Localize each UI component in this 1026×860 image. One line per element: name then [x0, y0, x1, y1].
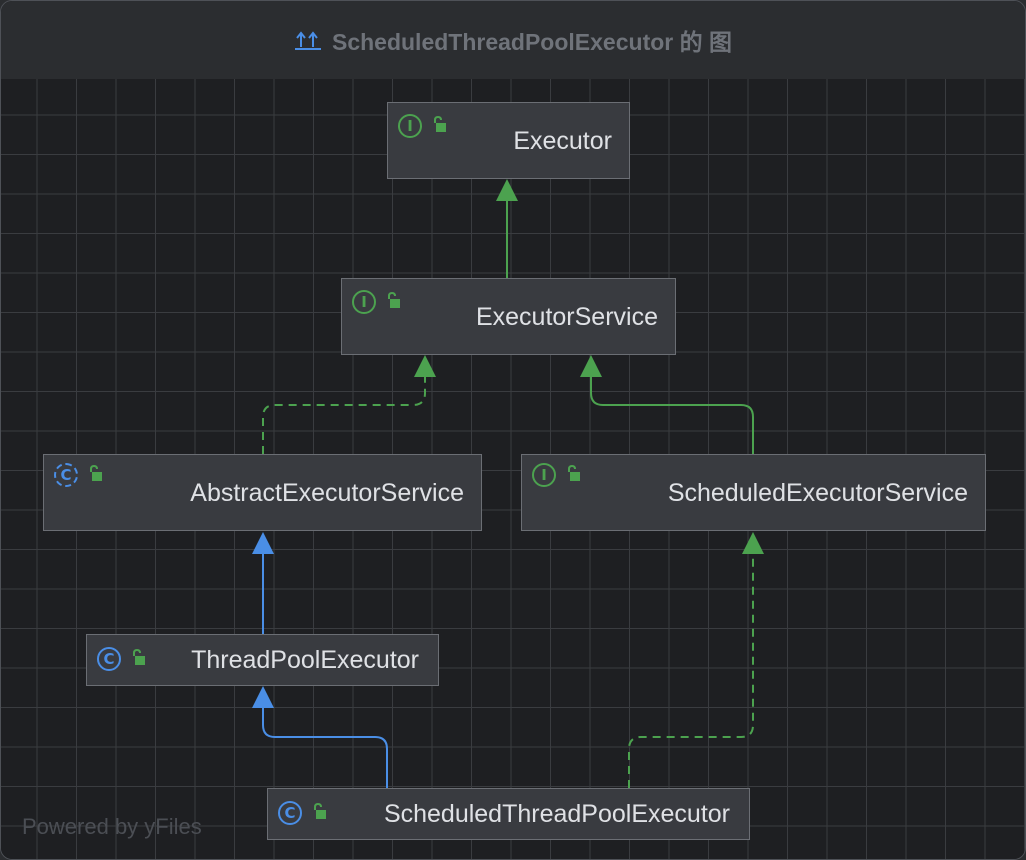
edge-scheduledthreadpoolexecutor-implements-scheduledexecutorservice [628, 532, 764, 788]
edge-scheduledexecutorservice-extends-executorservice [580, 355, 754, 454]
edge-abstractexecutorservice-implements-executorservice [262, 355, 436, 454]
hierarchy-up-arrows-icon [294, 29, 322, 51]
edge-threadpoolexecutor-extends-abstractexecutorservice [252, 532, 274, 634]
node-abstractexecutorservice[interactable]: C AbstractExecutorService [43, 454, 482, 531]
node-executor[interactable]: I Executor [387, 102, 630, 179]
node-icons: C [278, 801, 326, 825]
class-icon: C [278, 801, 302, 825]
public-lock-icon [90, 464, 102, 481]
node-label: ScheduledExecutorService [667, 479, 968, 507]
public-lock-icon [388, 291, 400, 308]
interface-icon: I [532, 463, 556, 487]
public-lock-icon [314, 802, 326, 819]
edge-scheduledthreadpoolexecutor-extends-threadpoolexecutor [252, 686, 388, 788]
node-label: ScheduledThreadPoolExecutor [383, 800, 730, 828]
watermark: Powered by yFiles [22, 814, 202, 839]
public-lock-icon [434, 115, 446, 132]
abstract-class-icon: C [54, 463, 78, 487]
public-lock-icon [568, 464, 580, 481]
node-scheduledthreadpoolexecutor[interactable]: C ScheduledThreadPoolExecutor [267, 788, 750, 840]
node-label: ExecutorService [475, 303, 658, 331]
node-threadpoolexecutor[interactable]: C ThreadPoolExecutor [86, 634, 439, 686]
node-icons: C [97, 647, 145, 671]
node-label: AbstractExecutorService [190, 479, 464, 507]
title-bar: ScheduledThreadPoolExecutor 的 图 [1, 1, 1025, 79]
interface-icon: I [398, 114, 422, 138]
node-icons: C [54, 463, 102, 487]
public-lock-icon [133, 648, 145, 665]
edge-executorservice-extends-executor [496, 179, 518, 278]
node-icons: I [532, 463, 580, 487]
interface-icon: I [352, 290, 376, 314]
node-icons: I [398, 114, 446, 138]
node-label: Executor [513, 127, 612, 155]
window-title: ScheduledThreadPoolExecutor 的 图 [331, 29, 733, 55]
node-scheduledexecutorservice[interactable]: I ScheduledExecutorService [521, 454, 986, 531]
node-executorservice[interactable]: I ExecutorService [341, 278, 676, 355]
node-icons: I [352, 290, 400, 314]
node-label: ThreadPoolExecutor [191, 646, 419, 674]
class-icon: C [97, 647, 121, 671]
